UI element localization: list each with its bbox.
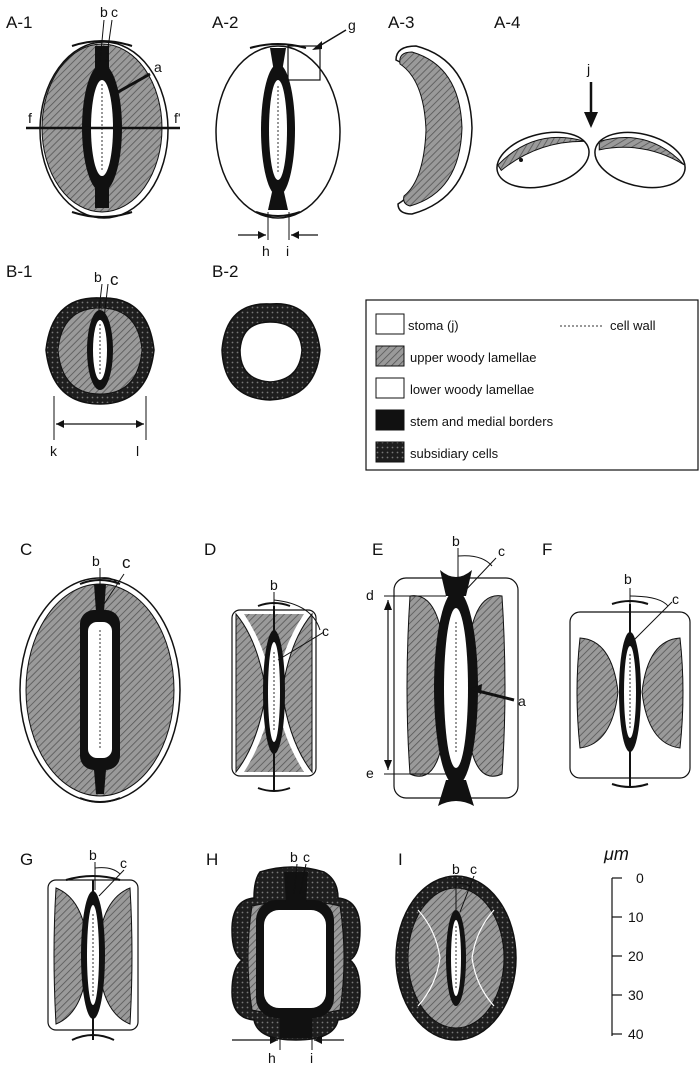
panel-label-f: F bbox=[542, 540, 552, 559]
panel-label-a2: A-2 bbox=[212, 13, 238, 32]
figure-d: D b c bbox=[204, 540, 329, 791]
figure-b1: B-1 b c k l bbox=[6, 262, 154, 459]
figure-e: E d e a b c bbox=[366, 533, 526, 806]
panel-label-d: D bbox=[204, 540, 216, 559]
figure-c: C b c bbox=[20, 540, 180, 802]
label-g: g bbox=[348, 17, 356, 33]
figure-f: F b c bbox=[542, 540, 690, 787]
legend-cell-wall: cell wall bbox=[610, 318, 656, 333]
panel-label-i: I bbox=[398, 850, 403, 869]
scale-tick-20: 20 bbox=[628, 948, 644, 964]
label-c-b1: c bbox=[110, 270, 119, 289]
panel-label-c: C bbox=[20, 540, 32, 559]
scale-tick-10: 10 bbox=[628, 909, 644, 925]
figure-i: I b c bbox=[396, 850, 516, 1040]
figure-a1: A-1 f f' a b c bbox=[6, 4, 181, 218]
figure-g: G b c bbox=[20, 847, 138, 1040]
label-c-i: c bbox=[470, 861, 477, 877]
label-b: b bbox=[100, 4, 108, 20]
label-c-d: c bbox=[322, 623, 329, 639]
figure-a3: A-3 bbox=[388, 13, 472, 214]
label-b-g: b bbox=[89, 847, 97, 863]
scale-tick-30: 30 bbox=[628, 987, 644, 1003]
label-f: f bbox=[28, 110, 32, 126]
figure-h: H b c h i bbox=[206, 849, 360, 1066]
label-j: j bbox=[586, 61, 590, 77]
label-c: c bbox=[111, 4, 118, 20]
label-c-f: c bbox=[672, 591, 679, 607]
label-a-e: a bbox=[518, 693, 526, 709]
label-c-h: c bbox=[303, 849, 310, 865]
figure-a2: A-2 g h i bbox=[212, 13, 356, 259]
label-e: e bbox=[366, 765, 374, 781]
panel-label-b1: B-1 bbox=[6, 262, 32, 281]
label-i-h: i bbox=[310, 1050, 313, 1066]
legend-subsidiary: subsidiary cells bbox=[410, 446, 499, 461]
panel-label-a4: A-4 bbox=[494, 13, 520, 32]
scale-bar: μm 0 10 20 30 40 bbox=[603, 844, 644, 1042]
label-b-d: b bbox=[270, 577, 278, 593]
label-i: i bbox=[286, 243, 289, 259]
label-b-i: b bbox=[452, 861, 460, 877]
label-a: a bbox=[154, 59, 162, 75]
legend-lower: lower woody lamellae bbox=[410, 382, 534, 397]
scale-tick-40: 40 bbox=[628, 1026, 644, 1042]
scale-tick-0: 0 bbox=[636, 870, 644, 886]
label-b-c: b bbox=[92, 553, 100, 569]
panel-label-a1: A-1 bbox=[6, 13, 32, 32]
label-c-c: c bbox=[122, 553, 131, 572]
label-f-prime: f' bbox=[174, 110, 181, 126]
label-l: l bbox=[136, 443, 139, 459]
panel-label-h: H bbox=[206, 850, 218, 869]
panel-label-b2: B-2 bbox=[212, 262, 238, 281]
legend-upper: upper woody lamellae bbox=[410, 350, 536, 365]
label-b-e: b bbox=[452, 533, 460, 549]
legend-stoma: stoma (j) bbox=[408, 318, 459, 333]
legend-stem: stem and medial borders bbox=[410, 414, 554, 429]
panel-label-e: E bbox=[372, 540, 383, 559]
figure-b2: B-2 bbox=[212, 262, 320, 400]
label-b-f: b bbox=[624, 571, 632, 587]
figure-a4: A-4 j bbox=[491, 13, 691, 197]
label-b-h: b bbox=[290, 849, 298, 865]
panel-label-g: G bbox=[20, 850, 33, 869]
legend: stoma (j) cell wall upper woody lamellae… bbox=[366, 300, 698, 470]
scale-unit: μm bbox=[603, 844, 629, 864]
label-c-g: c bbox=[120, 855, 127, 871]
label-k: k bbox=[50, 443, 58, 459]
label-h-h: h bbox=[268, 1050, 276, 1066]
label-d: d bbox=[366, 587, 374, 603]
label-c-e: c bbox=[498, 543, 505, 559]
label-h: h bbox=[262, 243, 270, 259]
label-b-b1: b bbox=[94, 269, 102, 285]
panel-label-a3: A-3 bbox=[388, 13, 414, 32]
